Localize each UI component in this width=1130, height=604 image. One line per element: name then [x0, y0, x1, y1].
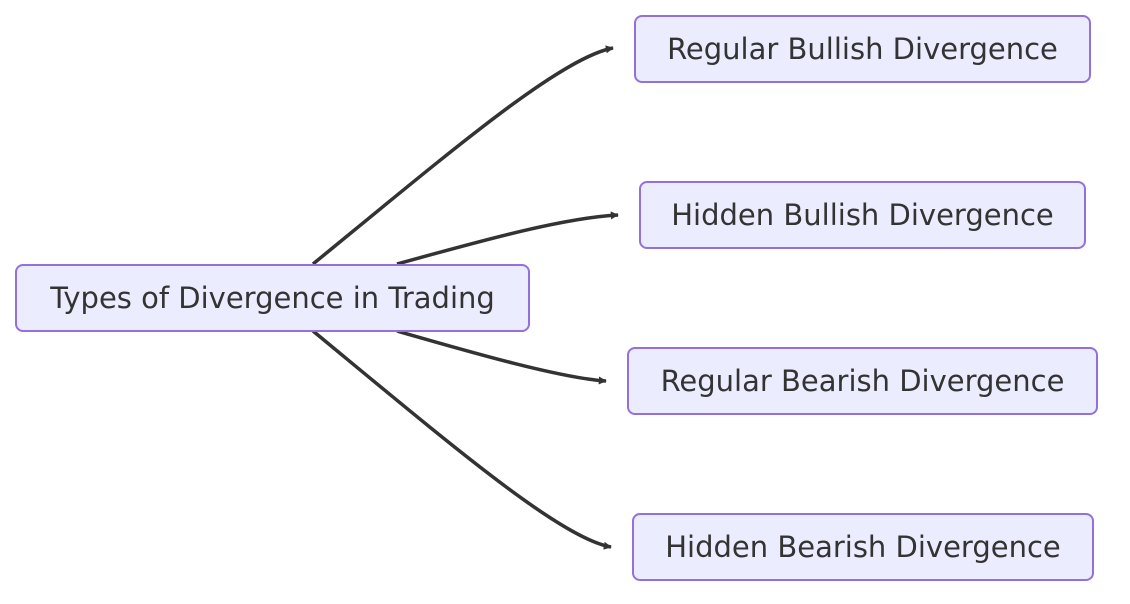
- node-label: Hidden Bullish Divergence: [671, 198, 1054, 232]
- node-hidden-bullish-divergence: Hidden Bullish Divergence: [639, 181, 1086, 249]
- node-regular-bearish-divergence: Regular Bearish Divergence: [627, 347, 1098, 415]
- edge-root-to-hidden-bullish: [396, 211, 619, 266]
- node-label: Regular Bullish Divergence: [667, 32, 1058, 66]
- node-regular-bullish-divergence: Regular Bullish Divergence: [634, 15, 1091, 83]
- node-label: Types of Divergence in Trading: [50, 281, 495, 315]
- node-types-of-divergence: Types of Divergence in Trading: [15, 264, 530, 332]
- node-label: Regular Bearish Divergence: [660, 364, 1065, 398]
- node-label: Hidden Bearish Divergence: [665, 530, 1061, 564]
- edge-root-to-hidden-bearish: [311, 329, 612, 550]
- edge-root-to-regular-bearish: [396, 329, 607, 385]
- edge-root-to-regular-bullish: [311, 45, 614, 266]
- node-hidden-bearish-divergence: Hidden Bearish Divergence: [632, 513, 1094, 581]
